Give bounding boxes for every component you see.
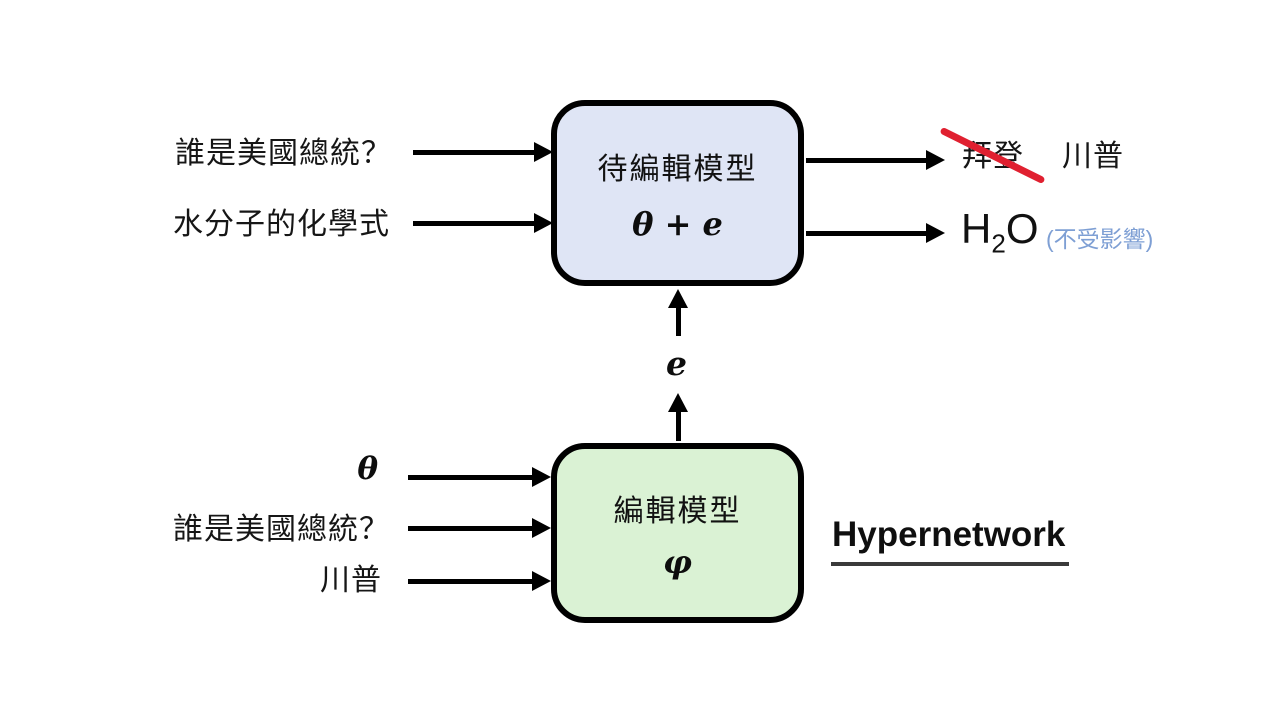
editor-model-params: φ [663, 542, 692, 581]
note-unaffected: (不受影響) [1046, 226, 1154, 252]
h2o-subscript: 2 [991, 228, 1006, 259]
editor-model-title: 編輯模型 [613, 494, 742, 528]
arrow-theta-to-editor-model [408, 467, 551, 487]
edited-model-title: 待編輯模型 [597, 152, 758, 186]
arrow-president-to-edited-model [413, 142, 553, 162]
arrow-trump-to-editor-model [408, 571, 551, 591]
input-label-water-formula: 水分子的化學式 [173, 208, 390, 241]
h2o-main: H [961, 205, 992, 252]
edited-model-params: θ + e [632, 204, 723, 243]
red-strikethrough-line [939, 126, 1046, 185]
input-label-trump: 川普 [320, 564, 382, 597]
output-answer-new-trump: 川普 [1062, 140, 1124, 173]
editor-model-box: 編輯模型 φ [551, 443, 804, 623]
arrow-question-to-editor-model [408, 518, 551, 538]
hypernetwork-caption: Hypernetwork [831, 515, 1070, 566]
input-label-theta: θ [357, 451, 378, 487]
arrow-water-to-edited-model [413, 213, 553, 233]
arrow-editor-model-to-e [668, 393, 688, 441]
edited-model-box: 待編輯模型 θ + e [551, 100, 804, 286]
edit-vector-label: e [666, 344, 687, 383]
h2o-tail: O [1005, 205, 1039, 252]
arrow-edited-model-to-h2o [806, 223, 945, 243]
input-label-president-question-bottom: 誰是美國總統？ [173, 513, 390, 546]
input-label-president-question: 誰是美國總統？ [175, 137, 392, 170]
output-h2o-formula: H2O [961, 205, 1039, 256]
arrow-e-to-edited-model [668, 289, 688, 336]
arrow-edited-model-to-answer [806, 150, 945, 170]
